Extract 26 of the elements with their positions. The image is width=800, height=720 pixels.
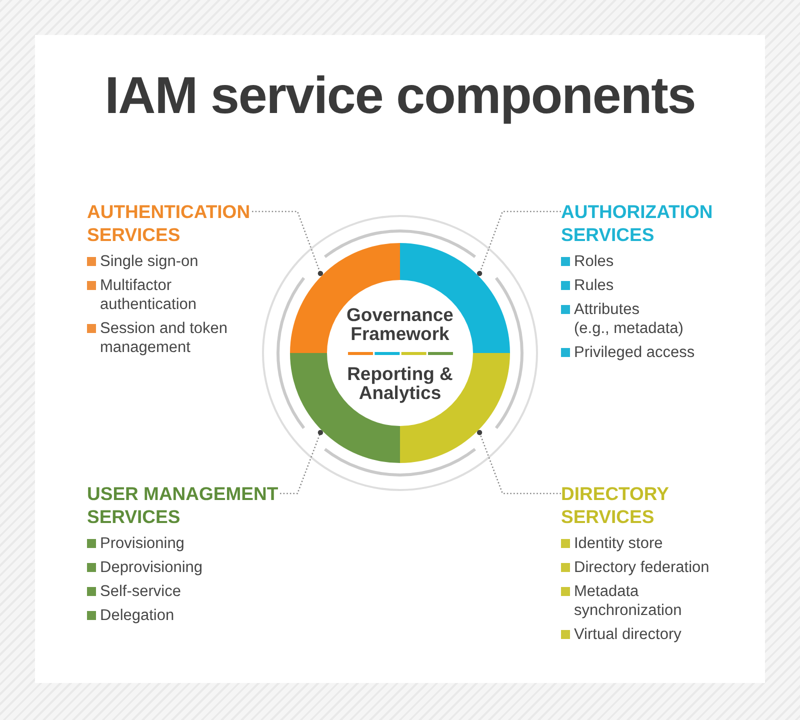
- leader-line: [476, 430, 561, 494]
- list-item: Multifactor authentication: [100, 276, 198, 314]
- leader-line: [280, 430, 324, 494]
- leader-line: [476, 210, 561, 276]
- list-item: Delegation: [100, 606, 176, 625]
- list-item: Self-service: [100, 582, 182, 601]
- leader-line: [252, 210, 324, 276]
- center-label: Governance Framework: [346, 304, 454, 342]
- section-heading: AUTHORIZATION SERVICES: [561, 200, 714, 246]
- section-heading: AUTHENTICATION SERVICES: [87, 200, 252, 246]
- list-item: Privileged access: [574, 343, 696, 362]
- list-item: Single sign-on: [100, 252, 200, 271]
- list-item: Rules: [574, 276, 615, 295]
- center-label: Reporting & Analytics: [346, 364, 454, 402]
- section-heading: USER MANAGEMENT SERVICES: [87, 482, 280, 528]
- title: IAM service components: [104, 66, 696, 126]
- list-item: Directory federation: [574, 558, 710, 577]
- section-heading: DIRECTORY SERVICES: [561, 482, 670, 528]
- list-item: Metadata synchronization: [574, 582, 683, 620]
- list-item: Identity store: [574, 534, 664, 553]
- list-item: Deprovisioning: [100, 558, 204, 577]
- list-item: Session and token management: [100, 319, 229, 357]
- list-item: Roles: [574, 252, 615, 271]
- list-item: Provisioning: [100, 534, 186, 553]
- list-item: Attributes (e.g., metadata): [574, 300, 684, 338]
- list-item: Virtual directory: [574, 625, 682, 644]
